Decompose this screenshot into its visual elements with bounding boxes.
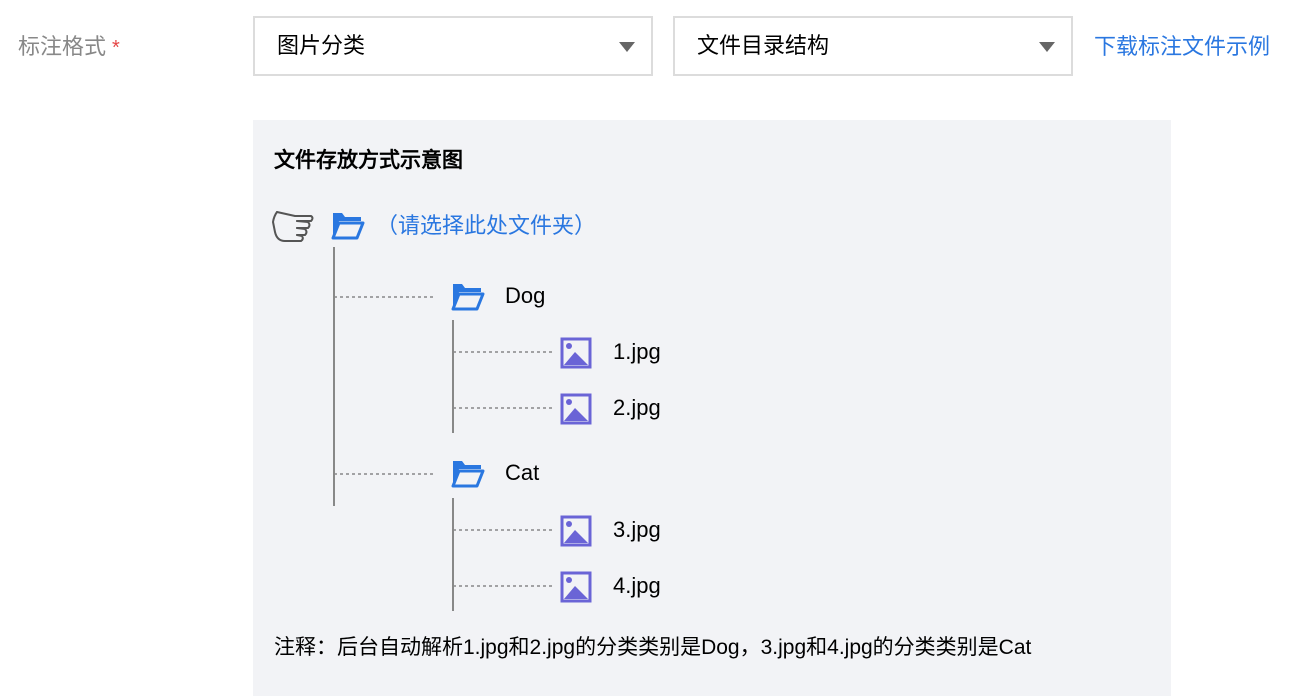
- file-structure-value: 文件目录结构: [697, 33, 830, 58]
- file-label: 4.jpg: [613, 573, 661, 598]
- file-structure-select[interactable]: 文件目录结构: [673, 16, 1073, 76]
- folder-label-dog: Dog: [505, 283, 546, 308]
- image-icon: [560, 571, 592, 603]
- file-label: 2.jpg: [613, 395, 661, 420]
- tree-lines: [272, 211, 592, 611]
- file-label: 1.jpg: [613, 339, 661, 364]
- field-label-text: 标注格式: [18, 34, 107, 59]
- annotation-type-value: 图片分类: [277, 33, 366, 58]
- annotation-note: 注释：后台自动解析1.jpg和2.jpg的分类类别是Dog，3.jpg和4.jp…: [274, 636, 1032, 659]
- folder-label-cat: Cat: [505, 460, 540, 485]
- folder-icon: [451, 284, 485, 311]
- image-icon: [560, 337, 592, 369]
- folder-icon: [451, 461, 485, 488]
- image-icon: [560, 393, 592, 425]
- dropdown-caret-icon: [1039, 42, 1055, 52]
- directory-structure-panel: 文件存放方式示意图: [253, 120, 1171, 696]
- pointing-hand-icon: [272, 211, 314, 242]
- annotation-format-label: 标注格式*: [18, 34, 120, 61]
- panel-title: 文件存放方式示意图: [274, 149, 463, 172]
- root-folder-icon: [331, 213, 365, 240]
- download-sample-link[interactable]: 下载标注文件示例: [1094, 34, 1271, 59]
- dropdown-caret-icon: [619, 42, 635, 52]
- root-folder-hint: （请选择此处文件夹）: [376, 213, 597, 238]
- required-mark: *: [112, 37, 120, 59]
- image-icon: [560, 515, 592, 547]
- file-label: 3.jpg: [613, 517, 661, 542]
- annotation-type-select[interactable]: 图片分类: [253, 16, 653, 76]
